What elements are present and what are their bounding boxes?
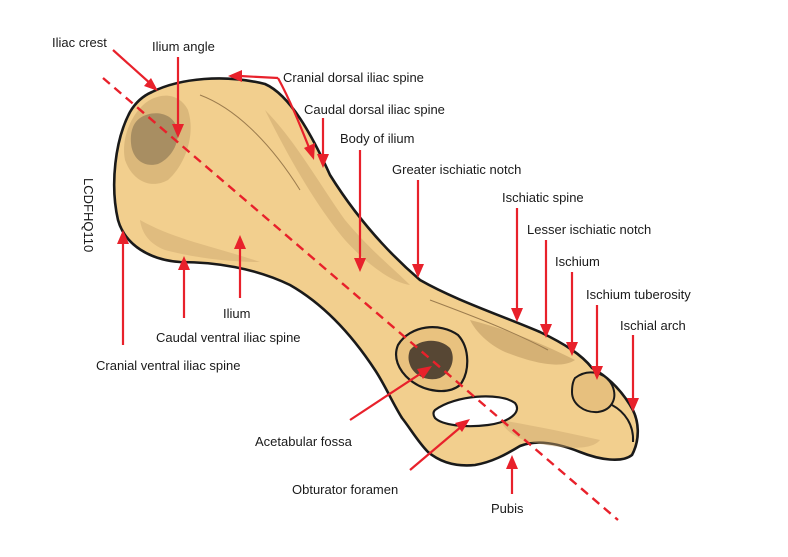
arrowhead-caudal-dorsal bbox=[317, 154, 329, 168]
detail-line-2 bbox=[429, 299, 549, 351]
ischium-tuberosity-shape bbox=[570, 371, 616, 414]
iliac-wing-dark bbox=[130, 113, 178, 165]
label-ischium-tuberosity: Ischium tuberosity bbox=[586, 287, 691, 302]
label-caudal-ventral-iliac-spine: Caudal ventral iliac spine bbox=[156, 330, 301, 345]
ischial-arch-edge bbox=[611, 404, 635, 443]
detail-line-1 bbox=[199, 94, 301, 191]
arrow-obturator-foramen bbox=[409, 425, 463, 471]
arrowhead-acetabular-fossa bbox=[417, 366, 432, 379]
arrowhead-ilium bbox=[234, 235, 246, 249]
label-greater-ischiatic-notch: Greater ischiatic notch bbox=[392, 162, 521, 177]
arrow-cranial-dorsal-2 bbox=[277, 77, 312, 151]
arrowhead-body-ilium bbox=[354, 258, 366, 272]
label-cranial-dorsal-iliac-spine: Cranial dorsal iliac spine bbox=[283, 70, 424, 85]
arrowhead-greater-notch bbox=[412, 264, 424, 278]
iliac-wing-shade bbox=[124, 95, 191, 184]
label-pubis: Pubis bbox=[491, 501, 524, 516]
arrowhead-cranial-dorsal-2 bbox=[304, 143, 315, 160]
label-acetabular-fossa: Acetabular fossa bbox=[255, 434, 353, 449]
label-ischial-arch: Ischial arch bbox=[620, 318, 686, 333]
arrow-iliac-crest bbox=[112, 49, 153, 86]
label-ischiatic-spine: Ischiatic spine bbox=[502, 190, 584, 205]
label-ilium: Ilium bbox=[223, 306, 250, 321]
obturator-foramen-shape bbox=[432, 395, 518, 428]
label-obturator-foramen: Obturator foramen bbox=[292, 482, 398, 497]
arrowhead-cranial-ventral bbox=[117, 230, 129, 244]
long-axis-line bbox=[102, 77, 619, 521]
arrowhead-ischium-tuberosity bbox=[591, 366, 603, 380]
arrowhead-ischial-arch bbox=[627, 398, 639, 412]
ischium-shade bbox=[470, 320, 575, 365]
label-ilium-angle: Ilium angle bbox=[152, 39, 215, 54]
body-shade bbox=[265, 110, 410, 285]
arrowhead-pubis bbox=[506, 455, 518, 469]
arrows bbox=[112, 49, 639, 494]
arrowhead-caudal-ventral bbox=[178, 256, 190, 270]
arrowhead-ischium bbox=[566, 342, 578, 356]
label-ischium: Ischium bbox=[555, 254, 600, 269]
bone-outline bbox=[112, 77, 640, 467]
arrowhead-ischiatic-spine bbox=[511, 308, 523, 322]
arrowhead-cranial-dorsal-1 bbox=[228, 70, 242, 82]
arrowhead-ilium-angle bbox=[172, 124, 184, 138]
arrowhead-lesser-notch bbox=[540, 324, 552, 338]
watermark-text: LCDFHQ110 bbox=[81, 178, 96, 252]
arrowhead-obturator-foramen bbox=[455, 419, 470, 432]
pelvis-bone bbox=[112, 77, 640, 467]
label-cranial-ventral-iliac-spine: Cranial ventral iliac spine bbox=[96, 358, 241, 373]
labels: Iliac crest Ilium angle Cranial dorsal i… bbox=[52, 35, 691, 516]
label-caudal-dorsal-iliac-spine: Caudal dorsal iliac spine bbox=[304, 102, 445, 117]
lower-shade bbox=[500, 420, 600, 448]
label-lesser-ischiatic-notch: Lesser ischiatic notch bbox=[527, 222, 651, 237]
label-iliac-crest: Iliac crest bbox=[52, 35, 107, 50]
ventral-shade bbox=[140, 220, 260, 262]
label-body-of-ilium: Body of ilium bbox=[340, 131, 414, 146]
arrowhead-iliac-crest bbox=[144, 78, 158, 91]
arrow-acetabular-fossa bbox=[349, 371, 424, 421]
arrow-cranial-dorsal-1 bbox=[239, 74, 279, 80]
